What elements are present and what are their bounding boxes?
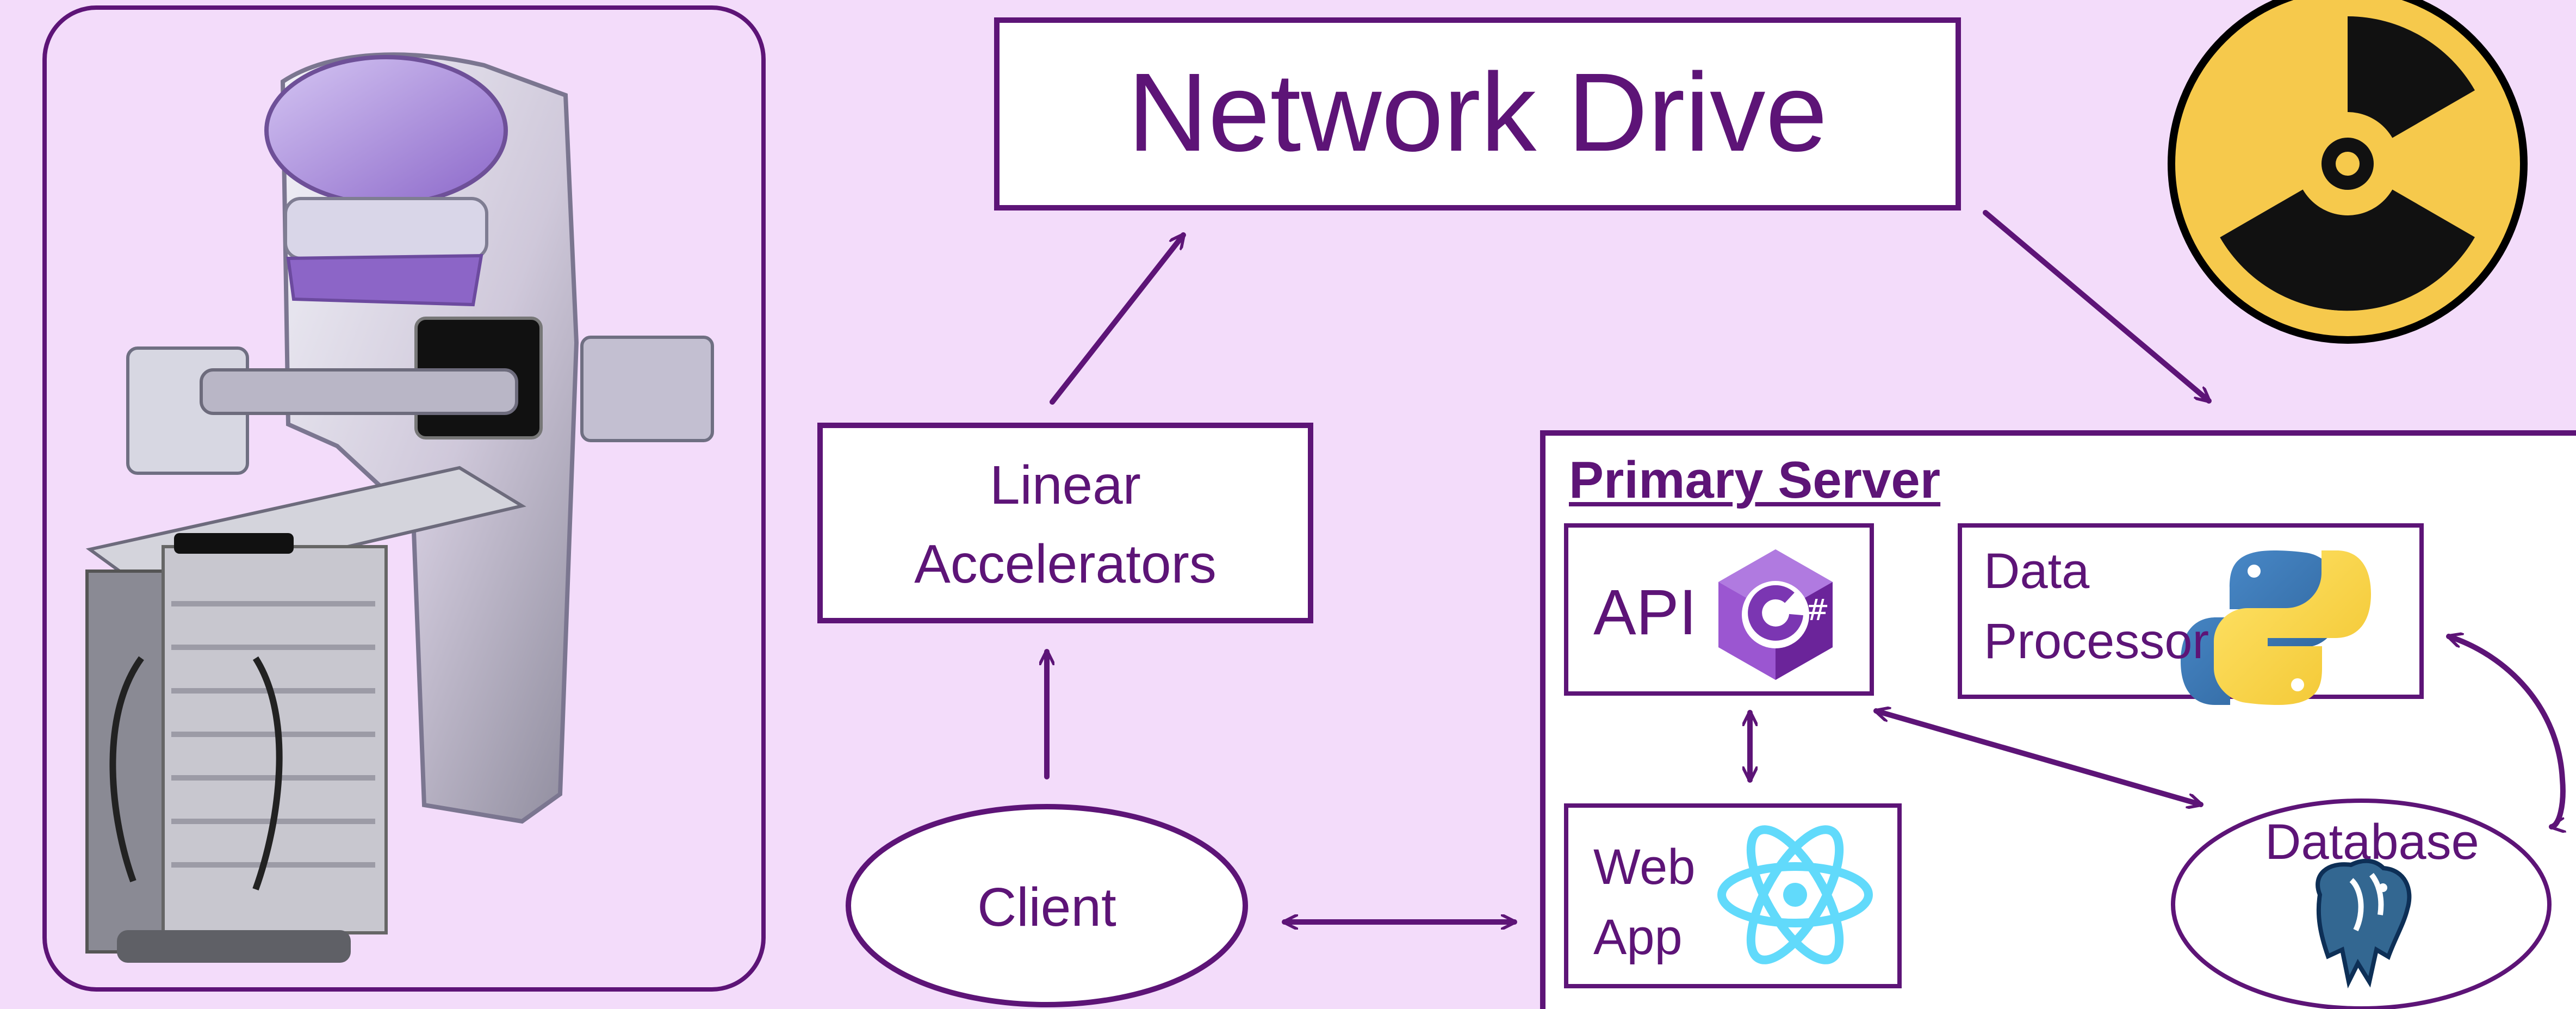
linac-to-network-arrow: [1050, 235, 1183, 405]
web-app-line1: Web: [1593, 839, 1696, 895]
web-app-node: [1564, 803, 1902, 988]
python-icon: [2181, 550, 2371, 705]
linear-accelerators-label: Linear Accelerators: [820, 446, 1311, 604]
client-label: Client: [977, 877, 1116, 938]
postgresql-icon: [2316, 858, 2412, 989]
dataprocessor-database-double-arrow: [2449, 636, 2563, 827]
data-processor-label: Data Processor: [1984, 536, 2209, 677]
api-label: API: [1593, 577, 1697, 648]
linear-accelerators-node: [817, 423, 1313, 623]
web-app-line2: App: [1593, 909, 1683, 965]
radiation-hazard-icon: [2168, 0, 2528, 344]
data-processor-line2: Processor: [1984, 613, 2209, 669]
react-icon: [1717, 825, 1873, 964]
api-database-double-arrow: [1876, 711, 2201, 804]
linear-accelerators-line1: Linear: [990, 455, 1141, 516]
data-processor-line1: Data: [1984, 543, 2090, 599]
primary-server-label: Primary Server: [1569, 451, 1941, 509]
network-drive-node: [994, 17, 1961, 211]
csharp-icon: #: [1718, 549, 1833, 680]
linac-machine-photo: [85, 52, 714, 963]
web-app-label: Web App: [1593, 832, 1696, 973]
client-node: [846, 804, 1248, 1007]
connections: [1047, 210, 2563, 922]
network-drive-label: Network Drive: [1127, 50, 1828, 175]
linear-accelerators-line2: Accelerators: [914, 534, 1216, 595]
svg-text:#: #: [1805, 593, 1829, 627]
network-to-server-arrow: [1983, 210, 2209, 401]
database-label: Database: [2265, 814, 2479, 870]
